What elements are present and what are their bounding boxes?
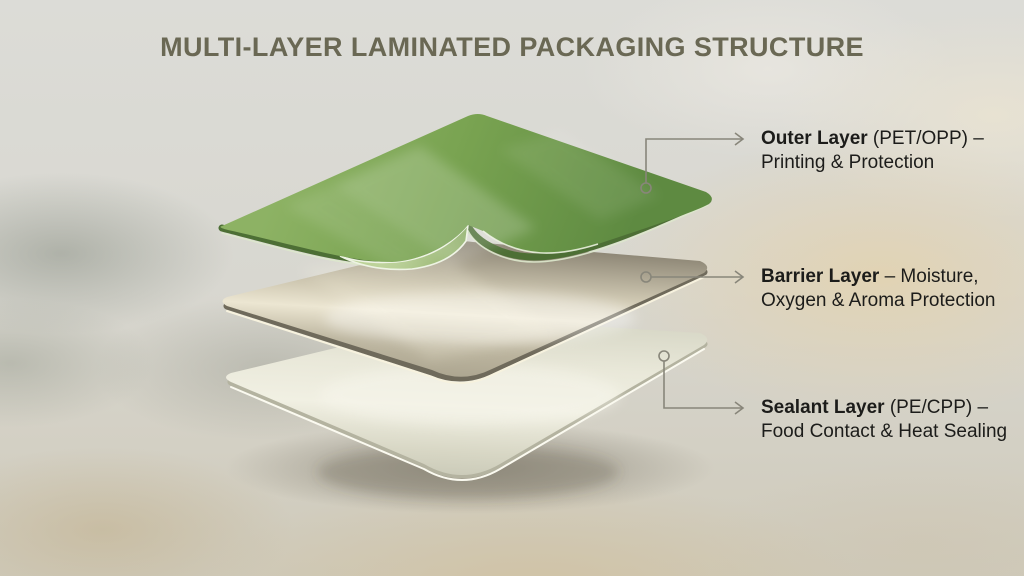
barrier-layer-material: – Moisture, [879, 266, 979, 287]
outer-layer-description: Printing & Protection [761, 151, 935, 173]
sealant-layer-name: Sealant Layer [761, 397, 885, 418]
barrier-layer-sheet [222, 241, 708, 385]
leader-outer [640, 132, 745, 194]
page-title: MULTI-LAYER LAMINATED PACKAGING STRUCTUR… [160, 32, 864, 62]
barrier-layer-description: Oxygen & Aroma Protection [761, 289, 996, 311]
label-barrier-layer: Barrier Layer – Moisture, Oxygen & Aroma… [761, 265, 1017, 312]
leader-arrow-outer-icon [734, 132, 745, 146]
leader-arrow-barrier-icon [734, 270, 745, 284]
leader-arrow-sealant-icon [734, 401, 745, 415]
sealant-layer-material: (PE/CPP) – [884, 397, 989, 418]
outer-layer-sheet [220, 114, 712, 272]
leader-barrier [640, 270, 745, 284]
outer-layer-material: (PET/OPP) – [867, 128, 984, 149]
leader-line-sealant [663, 361, 742, 409]
sealant-layer-sheet [226, 318, 707, 481]
outer-layer-name: Outer Layer [761, 128, 868, 149]
leader-line-outer [645, 138, 742, 183]
sealant-layer-description: Food Contact & Heat Sealing [761, 420, 1008, 442]
barrier-layer-name: Barrier Layer [761, 266, 880, 287]
leader-sealant [658, 350, 745, 415]
label-sealant-layer: Sealant Layer (PE/CPP) – Food Contact & … [761, 396, 1017, 443]
label-outer-layer: Outer Layer (PET/OPP) – Printing & Prote… [761, 127, 1017, 174]
